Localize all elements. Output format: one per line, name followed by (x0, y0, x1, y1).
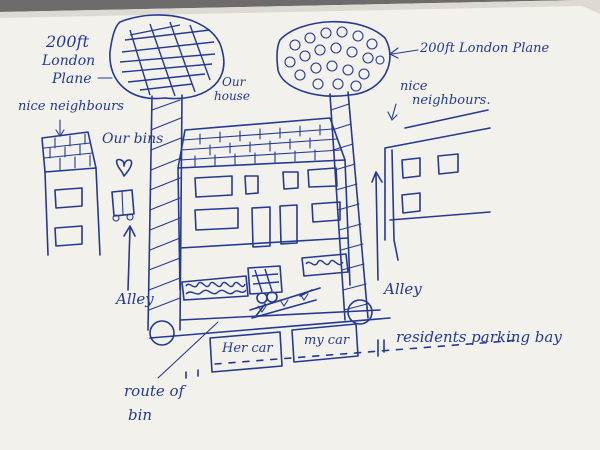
route-label-1: route of (124, 382, 185, 400)
right-neighbour-house (384, 109, 491, 261)
bin-icon (111, 189, 135, 222)
left-neighbours-label: nice neighbours (18, 99, 124, 114)
arrow-down-icon (371, 171, 383, 281)
alley-left-label: Alley (116, 290, 154, 308)
our-house-drawing (177, 117, 381, 321)
my-car-box (291, 323, 359, 363)
paper-shadow (0, 0, 600, 18)
arrow-up-icon (123, 225, 136, 291)
right-neighbours-label-1: nice (400, 79, 428, 94)
left-tree (109, 14, 225, 331)
parking-bay-label: residents parking bay (396, 328, 562, 346)
her-car-box (209, 331, 283, 373)
route-label-2: bin (128, 406, 153, 424)
my-car-label: my car (304, 333, 350, 348)
left-tree-label-1: 200ft (46, 32, 89, 51)
right-neighbours-label-2: neighbours. (412, 93, 491, 108)
right-tree-label: 200ft London Plane (420, 41, 550, 56)
alley-right-label: Alley (384, 280, 422, 298)
left-tree-label-2: London (42, 53, 96, 69)
our-house-label-1: Our (222, 75, 246, 89)
heart-icon (115, 158, 133, 177)
left-neighbour-house (41, 131, 101, 256)
our-house-label-2: house (214, 89, 250, 103)
her-car-label: Her car (222, 341, 273, 356)
our-bins-label: Our bins (102, 131, 164, 147)
left-tree-label-3: Plane (52, 71, 92, 87)
